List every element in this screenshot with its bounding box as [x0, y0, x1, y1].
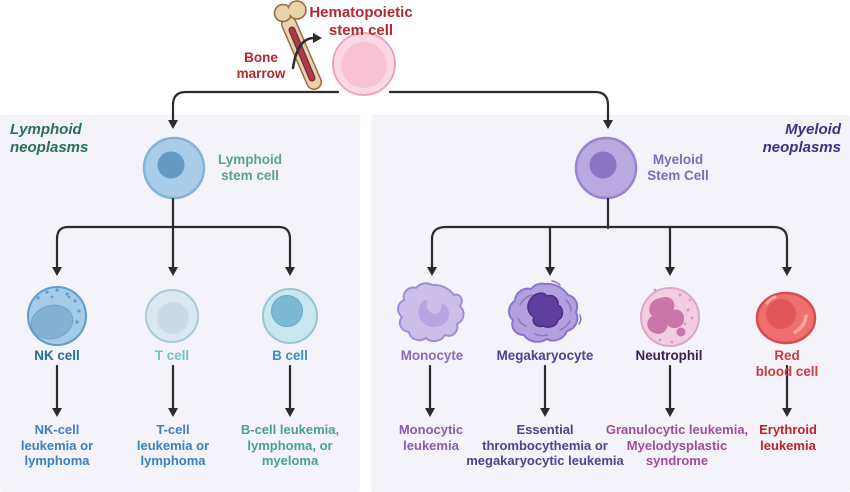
megakaryocyte-neoplasm-label: Essential thrombocythemia or megakaryocy…	[466, 422, 624, 469]
lymphoid-neoplasms-title: Lymphoid neoplasms	[10, 121, 89, 156]
neutrophil-label: Neutrophil	[635, 348, 703, 363]
bone-marrow-icon	[273, 0, 322, 90]
nk-cell-icon	[27, 286, 87, 346]
hematopoietic-stem-cell-label: Hematopoietic stem cell	[309, 4, 413, 39]
red-blood-cell-icon	[755, 291, 817, 345]
neutrophil-neoplasm-label: Granulocytic leukemia, Myelodysplastic s…	[605, 422, 749, 469]
t-cell-neoplasm-label: T-cell leukemia or lymphoma	[136, 422, 210, 469]
hematopoietic-stem-cell-icon	[332, 32, 396, 96]
myeloid-branch-arrows	[427, 197, 792, 276]
t-cell-label: T cell	[154, 348, 190, 363]
b-cell-label: B cell	[272, 348, 308, 363]
megakaryocyte-icon	[508, 280, 582, 343]
b-cell-neoplasm-label: B-cell leukemia, lymphoma, or myeloma	[240, 422, 340, 469]
red-blood-cell-neoplasm-label: Erythroid leukemia	[759, 422, 817, 453]
lymphoid-stem-cell-icon	[142, 136, 206, 200]
descend-arrows	[52, 364, 792, 417]
lymphoid-branch-arrows	[52, 197, 295, 276]
bone-marrow-label: Bone marrow	[236, 50, 286, 81]
myeloid-neoplasms-title: Myeloid neoplasms	[762, 121, 841, 156]
myeloid-stem-cell-icon	[574, 136, 638, 200]
monocyte-icon	[397, 282, 465, 343]
monocyte-neoplasm-label: Monocytic leukemia	[398, 422, 464, 453]
b-cell-icon	[262, 288, 318, 344]
nk-cell-neoplasm-label: NK-cell leukemia or lymphoma	[20, 422, 94, 469]
nk-cell-label: NK cell	[34, 348, 80, 363]
root-split-arrows	[168, 90, 613, 129]
monocyte-label: Monocyte	[400, 348, 464, 363]
myeloid-stem-cell-label: Myeloid Stem Cell	[647, 152, 709, 183]
t-cell-icon	[145, 289, 199, 343]
neutrophil-icon	[640, 287, 700, 347]
red-blood-cell-label: Red blood cell	[755, 348, 819, 379]
megakaryocyte-label: Megakaryocyte	[496, 348, 594, 363]
bone-to-cell-arrow	[291, 33, 322, 70]
lymphoid-stem-cell-label: Lymphoid stem cell	[218, 152, 282, 183]
